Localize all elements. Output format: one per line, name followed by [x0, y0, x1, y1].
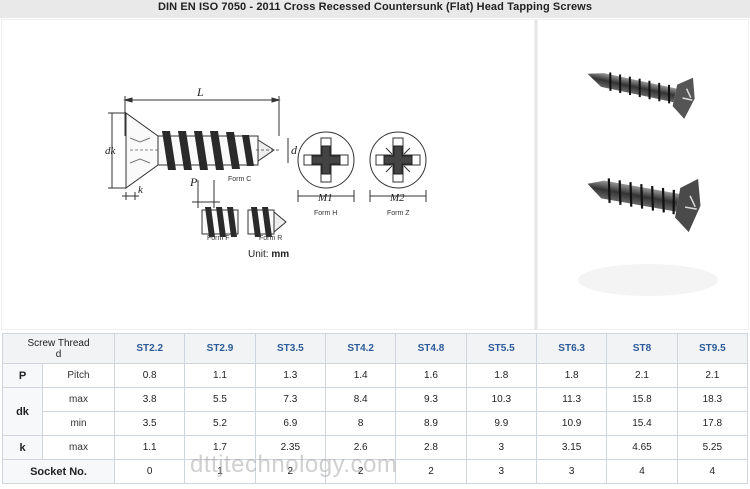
- corner-line-2: d: [55, 348, 62, 360]
- label-d: d: [291, 143, 298, 157]
- page-title: DIN EN ISO 7050 - 2011 Cross Recessed Co…: [157, 1, 593, 13]
- table-cell: 3.8: [114, 387, 186, 412]
- table-cell: 3: [465, 459, 537, 484]
- photo-panel: [537, 19, 749, 330]
- table-cell: 17.8: [676, 411, 749, 436]
- row-symbol: Socket No.: [1, 459, 116, 484]
- column-header: ST8: [606, 333, 678, 364]
- label-m2: M2: [389, 192, 405, 204]
- label-form-h: Form H: [314, 210, 337, 217]
- table-cell: 0.8: [114, 363, 186, 388]
- table-cell: 1.8: [535, 363, 608, 388]
- table-cell: 1.7: [184, 435, 256, 460]
- unit-label: Unit: mm: [248, 249, 289, 260]
- drawing-panel: L d dk k P M1 M2 Form C Form F Form R Fo…: [1, 19, 535, 330]
- table-cell: 15.8: [606, 387, 678, 412]
- table-cell: 1.6: [395, 363, 467, 388]
- label-form-c: Form C: [228, 176, 251, 183]
- table-cell: 7.3: [254, 387, 327, 412]
- table-cell: 2.1: [676, 363, 749, 388]
- row-symbol: k: [2, 435, 43, 460]
- table-cell: 1.1: [184, 363, 256, 388]
- table-row: Socket No. 0 1 2 2 2 3 3 4 4: [1, 459, 749, 484]
- table-row: k max 1.1 1.7 2.35 2.6 2.8 3 3.15 4.65 5…: [2, 435, 749, 460]
- table-row: min 3.5 5.2 6.9 8 8.9 9.9 10.9 15.4 17.8: [3, 411, 749, 436]
- panel-divider: [535, 19, 537, 330]
- table-cell: 8.4: [324, 387, 397, 412]
- table-cell: 4: [676, 459, 749, 484]
- table-cell: 1.3: [254, 363, 327, 388]
- corner-header: Screw Thread d: [1, 333, 116, 364]
- table-row: P Pitch 0.8 1.1 1.3 1.4 1.6 1.8 1.8 2.1 …: [2, 363, 749, 388]
- spec-table: Screw Thread d ST2.2 ST2.9 ST3.5 ST4.2 S…: [1, 333, 749, 484]
- table-cell: 9.9: [465, 411, 537, 436]
- table-cell: 3.15: [535, 435, 608, 460]
- label-form-f: Form F: [207, 235, 230, 242]
- row-sub-label: max: [41, 387, 116, 412]
- table-cell: 2.8: [395, 435, 467, 460]
- table-cell: 3: [465, 435, 537, 460]
- column-header: ST5.5: [465, 333, 537, 364]
- label-form-z: Form Z: [387, 210, 410, 217]
- label-k: k: [138, 184, 144, 196]
- row-symbol: P: [2, 363, 43, 388]
- table-cell: 1: [184, 459, 256, 484]
- column-header: ST2.9: [184, 333, 256, 364]
- table-cell: 8: [324, 411, 397, 436]
- table-cell: 5.25: [676, 435, 749, 460]
- table-cell: 2: [324, 459, 397, 484]
- table-cell: 9.3: [395, 387, 467, 412]
- table-cell: 15.4: [606, 411, 678, 436]
- table-cell: 2.35: [254, 435, 327, 460]
- column-header: ST9.5: [676, 333, 749, 364]
- column-header: ST4.2: [324, 333, 397, 364]
- column-header: ST6.3: [535, 333, 608, 364]
- title-bar: DIN EN ISO 7050 - 2011 Cross Recessed Co…: [0, 0, 750, 18]
- table-cell: 2.6: [324, 435, 397, 460]
- table-cell: 5.5: [184, 387, 256, 412]
- label-P: P: [189, 175, 198, 189]
- table-cell: 4: [606, 459, 678, 484]
- label-m1: M1: [317, 192, 333, 204]
- table-cell: 11.3: [535, 387, 608, 412]
- table-cell: 1.4: [324, 363, 397, 388]
- row-sub-label: min: [41, 411, 116, 436]
- table-cell: 4.65: [606, 435, 678, 460]
- table-cell: 18.3: [676, 387, 749, 412]
- column-header: ST3.5: [254, 333, 327, 364]
- unit-prefix: Unit:: [248, 249, 269, 260]
- table-cell: 5.2: [184, 411, 256, 436]
- table-cell: 10.3: [465, 387, 537, 412]
- label-dk: dk: [105, 145, 117, 157]
- table-cell: 3: [535, 459, 608, 484]
- table-cell: 0: [114, 459, 186, 484]
- table-cell: 8.9: [395, 411, 467, 436]
- row-sub-label: max: [41, 435, 116, 460]
- screw-photo: [578, 72, 718, 296]
- table-cell: 1.1: [114, 435, 186, 460]
- table-row: dk max 3.8 5.5 7.3 8.4 9.3 10.3 11.3 15.…: [2, 387, 749, 436]
- screw-drawing: L d dk k P M1 M2 Form C Form F Form R Fo…: [105, 85, 427, 242]
- table-cell: 1.8: [465, 363, 537, 388]
- table-header-row: Screw Thread d ST2.2 ST2.9 ST3.5 ST4.2 S…: [1, 333, 749, 364]
- row-symbol: dk: [2, 387, 43, 436]
- column-header: ST4.8: [395, 333, 467, 364]
- label-L: L: [196, 85, 204, 99]
- column-header: ST2.2: [114, 333, 186, 364]
- unit-value: mm: [271, 249, 290, 260]
- table-cell: 6.9: [254, 411, 327, 436]
- table-cell: 2: [254, 459, 327, 484]
- table-cell: 10.9: [535, 411, 608, 436]
- label-form-r: Form R: [259, 235, 282, 242]
- table-cell: 2.1: [606, 363, 678, 388]
- table-cell: 2: [395, 459, 467, 484]
- row-sub-label: Pitch: [41, 363, 116, 388]
- table-cell: 3.5: [114, 411, 186, 436]
- corner-line-1: Screw Thread: [27, 337, 90, 349]
